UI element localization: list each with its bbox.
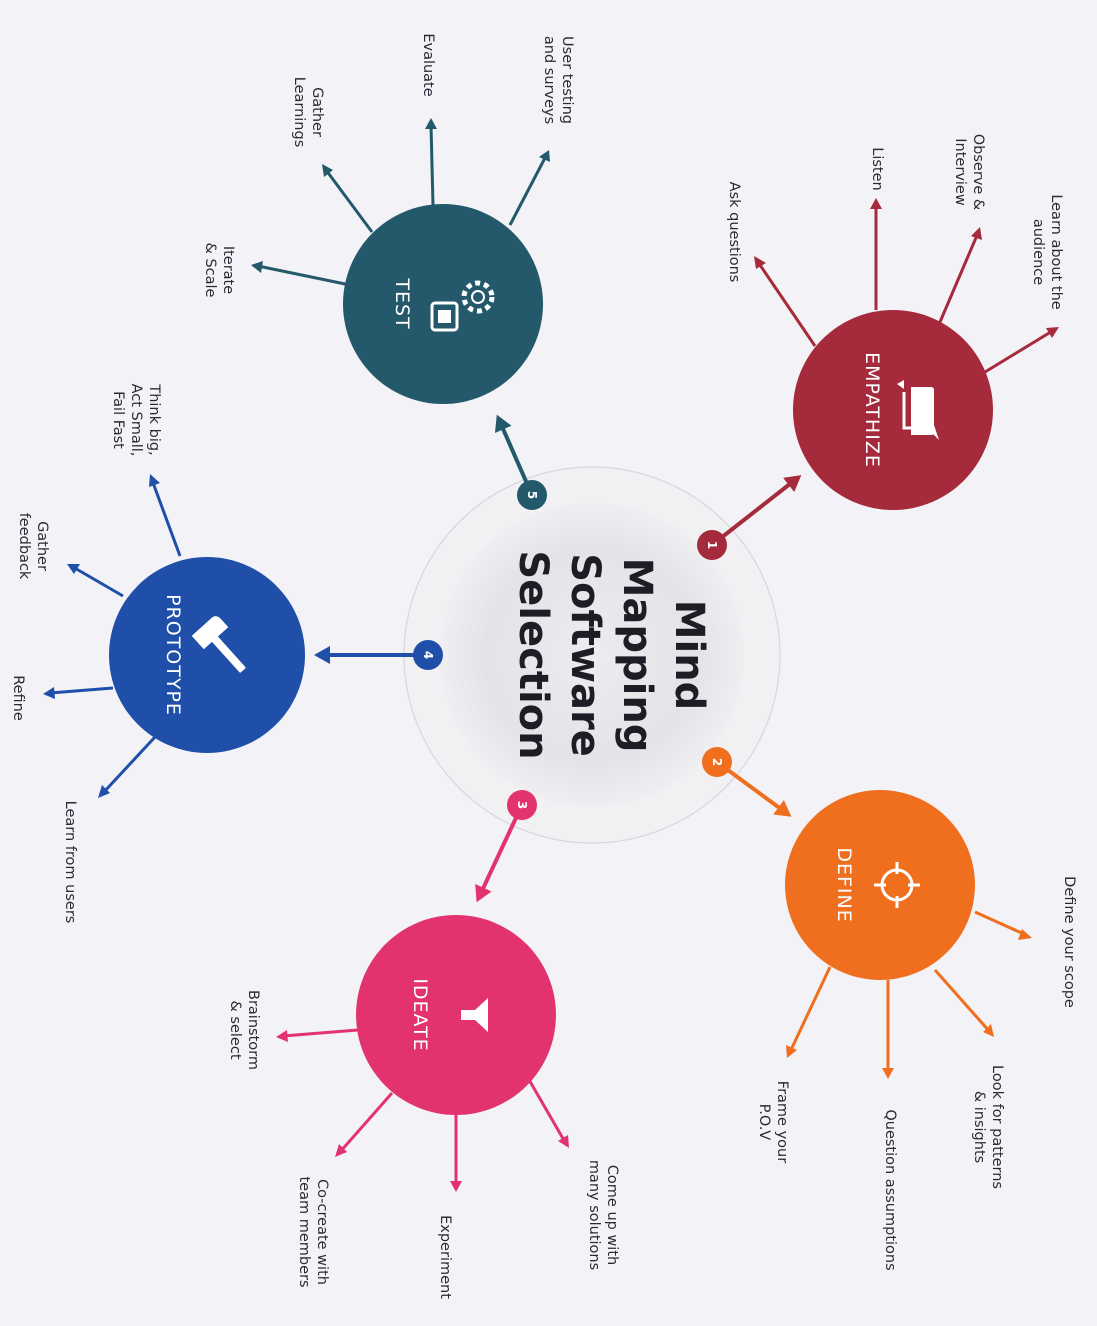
prototype-item-think: Think big,Act Small,Fail Fast bbox=[110, 383, 162, 456]
crosshair-target-icon bbox=[874, 862, 920, 908]
center-title-line-1: Mind bbox=[666, 600, 712, 711]
ideate-label: IDEATE bbox=[409, 978, 431, 1051]
test-item-evaluate: Evaluate bbox=[420, 33, 436, 96]
stage-define[interactable]: DEFINE 2 Define your scope Look for patt… bbox=[702, 747, 1077, 1271]
center-title-line-3: Software bbox=[562, 553, 608, 757]
test-branches bbox=[251, 118, 550, 287]
empathize-label: EMPATHIZE bbox=[861, 352, 883, 468]
test-item-learnings: GatherLearnings bbox=[291, 77, 325, 148]
prototype-branches bbox=[43, 474, 182, 798]
empathize-branches bbox=[754, 198, 1059, 374]
ideate-number-badge: 3 bbox=[507, 790, 537, 820]
prototype-item-refine: Refine bbox=[10, 675, 26, 721]
prototype-item-learn: Learn from users bbox=[62, 801, 78, 924]
ideate-node[interactable] bbox=[356, 915, 556, 1115]
prototype-items: Learn from users Refine Gatherfeedback T… bbox=[10, 383, 162, 923]
empathize-item-observe: Observe &Interview bbox=[952, 134, 986, 210]
empathize-number-badge: 1 bbox=[697, 530, 727, 560]
ideate-connector-arrowhead bbox=[475, 883, 492, 903]
ideate-item-come-up: Come up withmany solutions bbox=[586, 1160, 620, 1270]
ideate-number: 3 bbox=[515, 801, 529, 809]
ideate-items: Come up withmany solutions Experiment Co… bbox=[227, 990, 620, 1299]
empathize-items: Learn about theaudience Observe &Intervi… bbox=[726, 134, 1064, 310]
define-number: 2 bbox=[710, 758, 724, 766]
empathize-node[interactable] bbox=[793, 310, 993, 510]
stage-test[interactable]: TEST 5 Iterate& Scale GatherLearnings Ev… bbox=[202, 33, 575, 510]
empathize-number: 1 bbox=[705, 541, 719, 549]
center-title-line-2: Mapping bbox=[614, 558, 660, 753]
empathize-item-ask: Ask questions bbox=[726, 182, 742, 283]
center-title: Mind Mapping Software Selection bbox=[510, 550, 712, 759]
ideate-connector bbox=[478, 804, 524, 896]
define-items: Define your scope Look for patterns& ins… bbox=[756, 876, 1077, 1271]
define-branches bbox=[786, 910, 1032, 1079]
prototype-number-badge: 4 bbox=[413, 640, 443, 670]
ideate-branches bbox=[276, 1028, 569, 1192]
ideate-item-experiment: Experiment bbox=[437, 1215, 453, 1299]
define-item-question: Question assumptions bbox=[882, 1109, 898, 1270]
test-items: Iterate& Scale GatherLearnings Evaluate … bbox=[202, 33, 575, 297]
define-item-patterns: Look for patterns& insights bbox=[971, 1065, 1005, 1189]
stage-prototype[interactable]: PROTOTYPE 4 Learn from users Refine Gath… bbox=[10, 383, 443, 923]
prototype-number: 4 bbox=[421, 651, 435, 659]
test-connector-arrowhead bbox=[494, 414, 512, 433]
define-label: DEFINE bbox=[833, 847, 855, 922]
prototype-node[interactable] bbox=[109, 557, 305, 753]
define-connector-arrowhead bbox=[773, 800, 792, 817]
gear-screen-icon bbox=[430, 280, 495, 332]
prototype-item-gather: Gatherfeedback bbox=[16, 513, 50, 580]
test-label: TEST bbox=[391, 277, 413, 329]
empathize-item-learn: Learn about theaudience bbox=[1030, 194, 1064, 309]
define-item-pov: Frame yourP.O.V bbox=[756, 1081, 790, 1163]
ideate-item-brainstorm: Brainstorm& select bbox=[227, 990, 261, 1070]
center-title-line-4: Selection bbox=[510, 550, 556, 759]
define-item-scope: Define your scope bbox=[1061, 876, 1077, 1008]
prototype-connector-arrowhead bbox=[314, 646, 330, 664]
chat-bubbles-icon bbox=[897, 380, 939, 440]
hammer-icon bbox=[191, 616, 246, 673]
test-item-iterate: Iterate& Scale bbox=[202, 243, 236, 298]
test-number-badge: 5 bbox=[517, 480, 547, 510]
stage-ideate[interactable]: IDEATE 3 Come up withmany solutions Expe… bbox=[227, 790, 620, 1299]
test-item-user-testing: User testingand surveys bbox=[541, 36, 575, 124]
funnel-icon bbox=[461, 998, 488, 1032]
empathize-connector bbox=[710, 478, 797, 547]
prototype-label: PROTOTYPE bbox=[162, 594, 184, 716]
empathize-item-listen: Listen bbox=[869, 147, 885, 190]
define-number-badge: 2 bbox=[702, 747, 732, 777]
stage-empathize[interactable]: EMPATHIZE 1 Learn about theaudience Obse… bbox=[697, 134, 1064, 560]
ideate-item-cocreate: Co-create withteam members bbox=[296, 1176, 330, 1287]
test-number: 5 bbox=[525, 491, 539, 499]
center-disc bbox=[440, 503, 744, 807]
empathize-connector-arrowhead bbox=[783, 475, 802, 493]
